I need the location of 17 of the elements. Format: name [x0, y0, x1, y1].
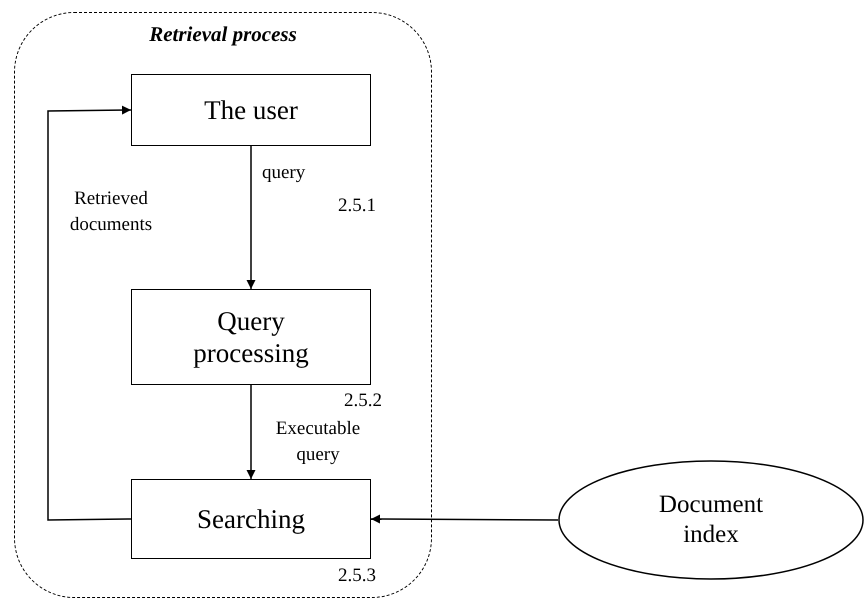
section-number: 2.5.3: [337, 564, 376, 588]
ellipse-node: [558, 460, 864, 580]
node-text: Document index: [658, 490, 764, 550]
section-number: 2.5.1: [337, 194, 376, 218]
node-text: Query processing: [192, 304, 310, 370]
arrow: [47, 106, 131, 521]
process-box: [131, 74, 371, 146]
arrow: [246, 146, 256, 289]
arrow: [246, 385, 256, 479]
section-number: 2.5.2: [343, 389, 382, 413]
group-title: Retrieval process: [148, 21, 298, 48]
arrow: [371, 514, 558, 524]
process-box: [131, 479, 371, 559]
node-text: The user: [203, 94, 299, 126]
node-text: Searching: [196, 502, 306, 536]
dashed-group-frame: [14, 12, 432, 598]
process-box: [131, 289, 371, 385]
